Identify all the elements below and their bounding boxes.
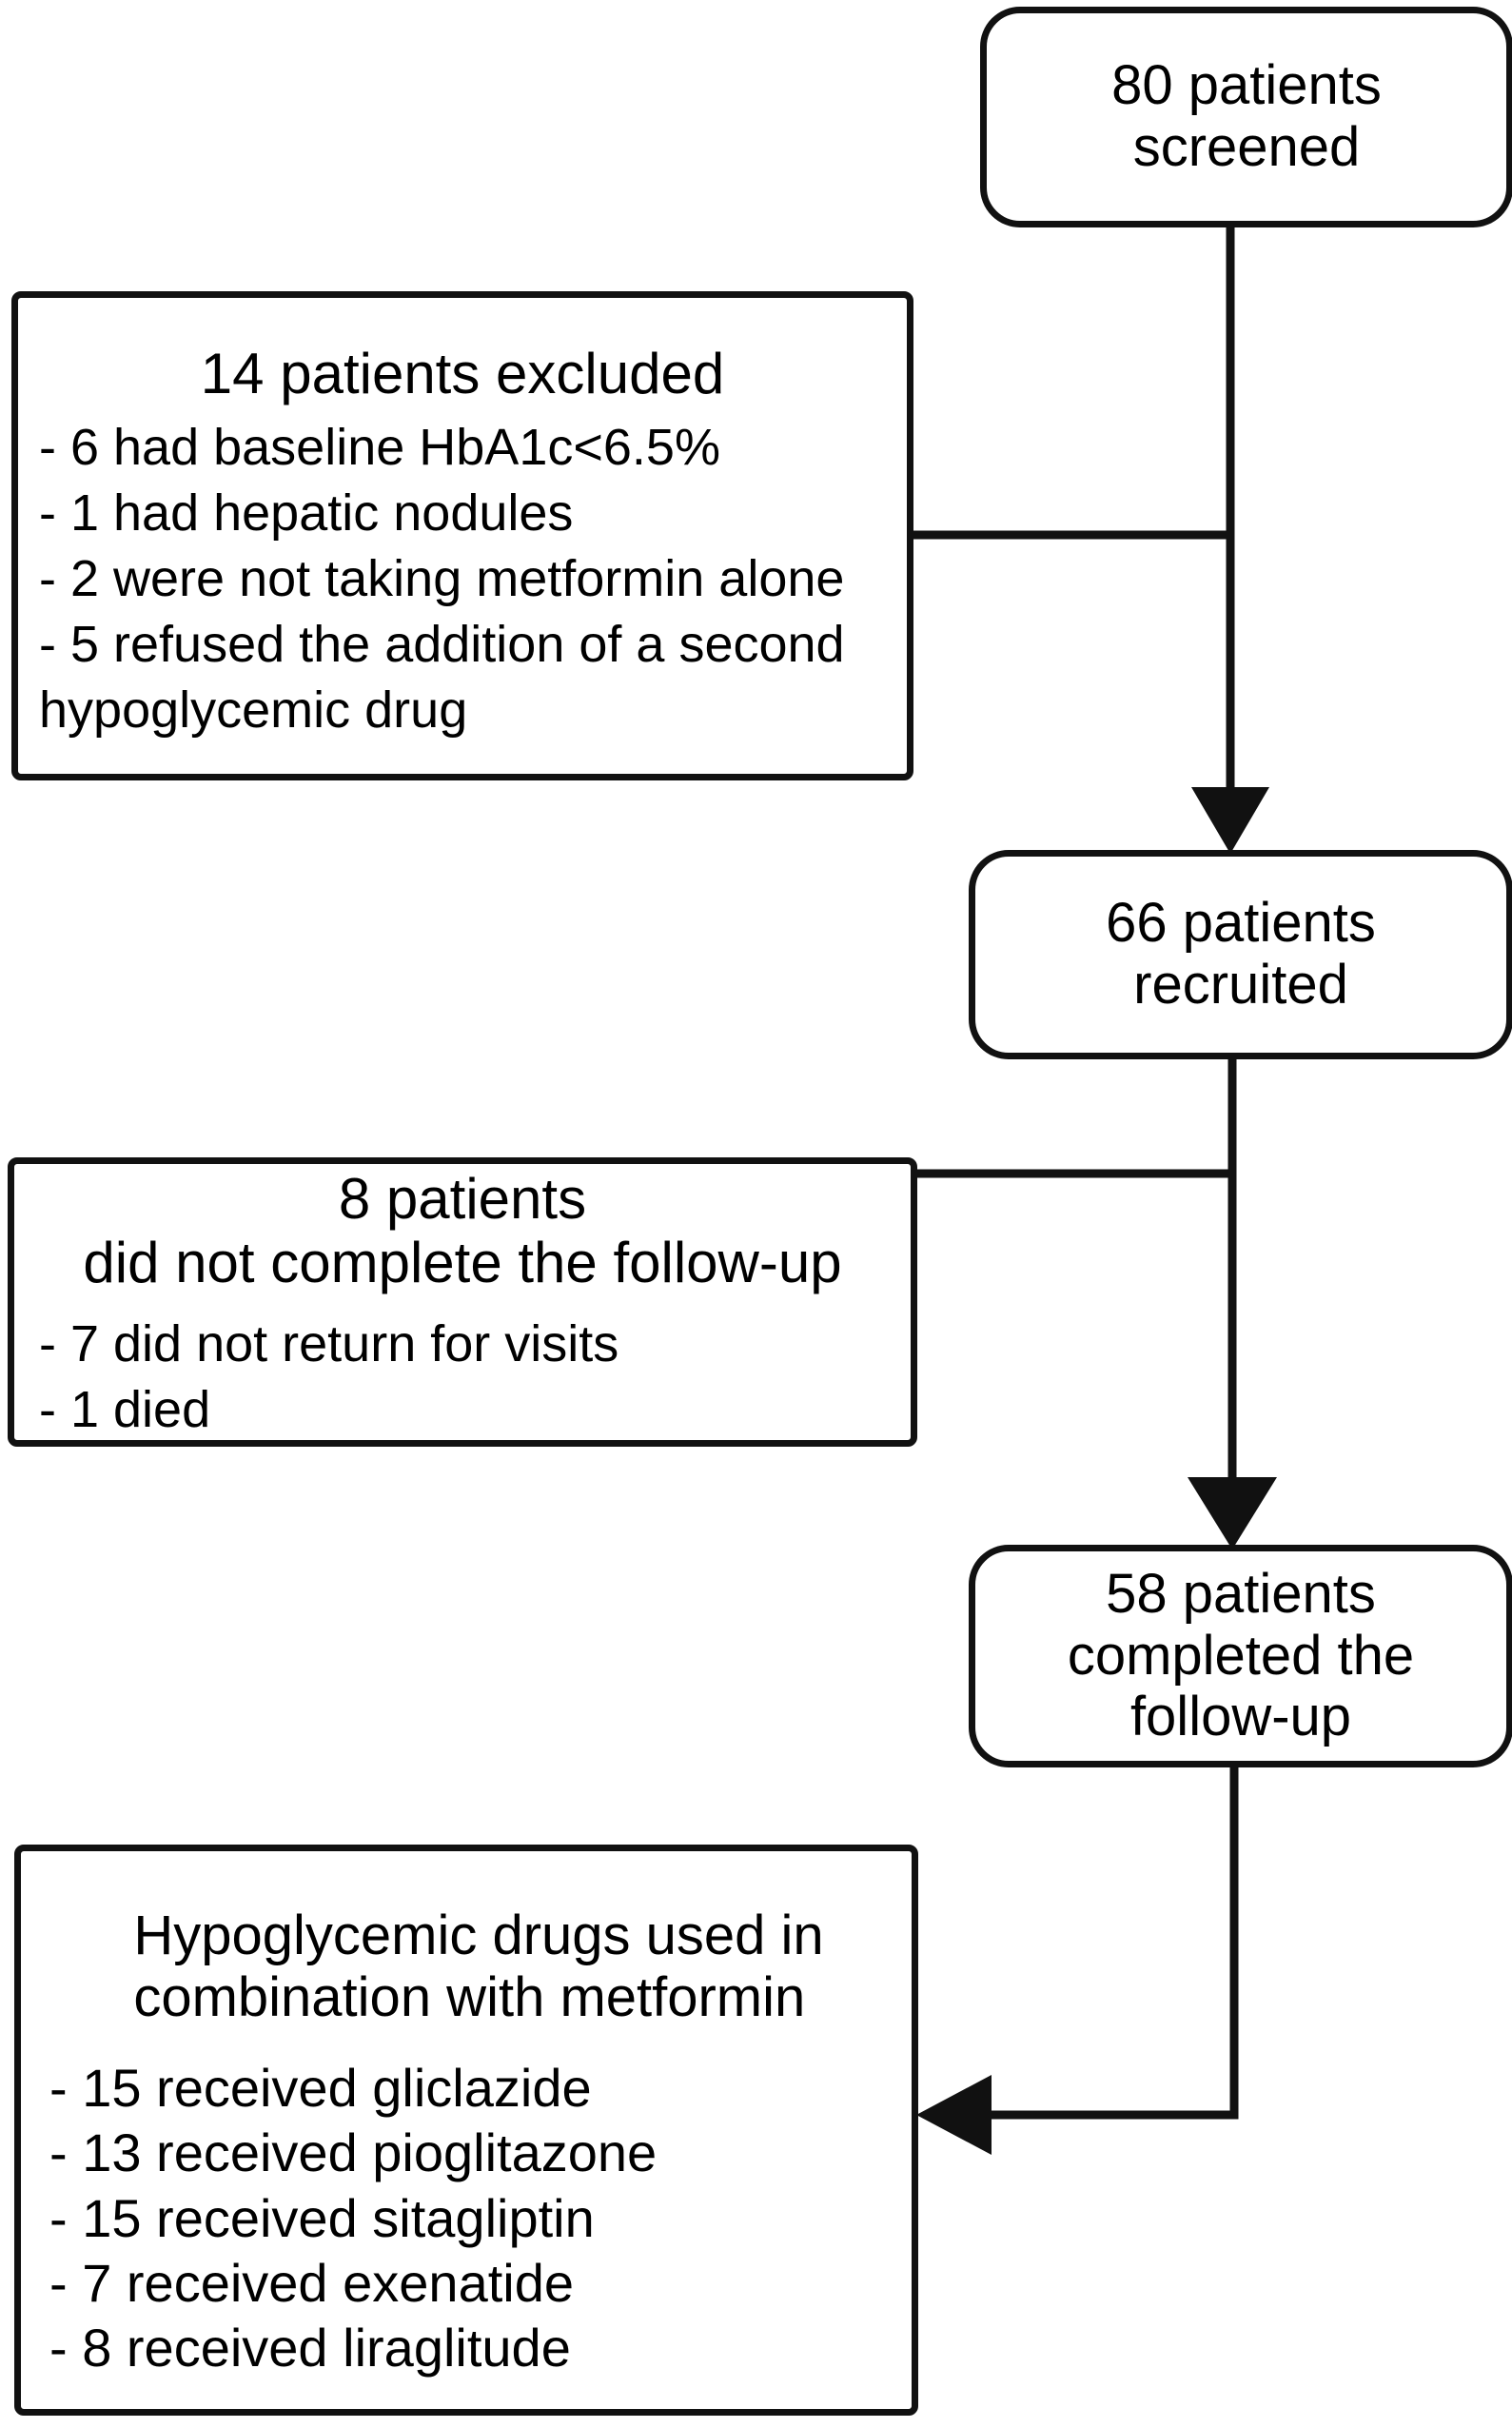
node-hypoglycemic-drugs: Hypoglycemic drugs used in combination w… (14, 1845, 918, 2416)
list-item: - 7 did not return for visits (39, 1315, 619, 1373)
arrowhead-down-recruited (1191, 787, 1269, 854)
list-item: - 8 received liraglitude (49, 2318, 571, 2379)
node-patients-dropout: 8 patients did not complete the follow-u… (8, 1157, 917, 1447)
node-completed-title: 58 patients completed the follow-up (1067, 1562, 1415, 1748)
node-excluded-title: 14 patients excluded (200, 341, 725, 405)
node-patients-completed: 58 patients completed the follow-up (969, 1545, 1512, 1767)
list-item: - 1 had hepatic nodules (39, 484, 574, 542)
excluded-reason-wrap: hypoglycemic drug (39, 681, 468, 740)
list-item: - 5 refused the addition of a second (39, 616, 845, 674)
node-screened-title: 80 patients screened (1111, 54, 1382, 178)
list-item: - 6 had baseline HbA1c<6.5% (39, 418, 720, 476)
arrowhead-left-drugs (916, 2075, 992, 2155)
list-item: - 1 died (39, 1381, 211, 1439)
list-item: - 13 received pioglitazone (49, 2122, 658, 2183)
node-drugs-title: Hypoglycemic drugs used in combination w… (133, 1905, 824, 2029)
node-patients-screened: 80 patients screened (980, 7, 1512, 227)
excluded-reason-list: - 6 had baseline HbA1c<6.5% - 1 had hepa… (18, 415, 907, 678)
drugs-list: - 15 received gliclazide - 13 received p… (21, 2056, 912, 2381)
arrowhead-down-completed (1188, 1477, 1277, 1550)
dropout-reason-list: - 7 did not return for visits - 1 died (14, 1312, 911, 1443)
list-item: - 15 received sitagliptin (49, 2187, 595, 2248)
node-recruited-title: 66 patients recruited (1106, 892, 1376, 1016)
node-patients-recruited: 66 patients recruited (969, 850, 1512, 1059)
list-item: - 7 received exenatide (49, 2253, 575, 2314)
list-item: - 2 were not taking metformin alone (39, 550, 845, 608)
list-item: - 15 received gliclazide (49, 2058, 592, 2119)
edge-completed-to-drugs (980, 1767, 1239, 2120)
node-patients-excluded: 14 patients excluded - 6 had baseline Hb… (11, 291, 913, 780)
node-dropout-title: 8 patients did not complete the follow-u… (83, 1166, 842, 1294)
